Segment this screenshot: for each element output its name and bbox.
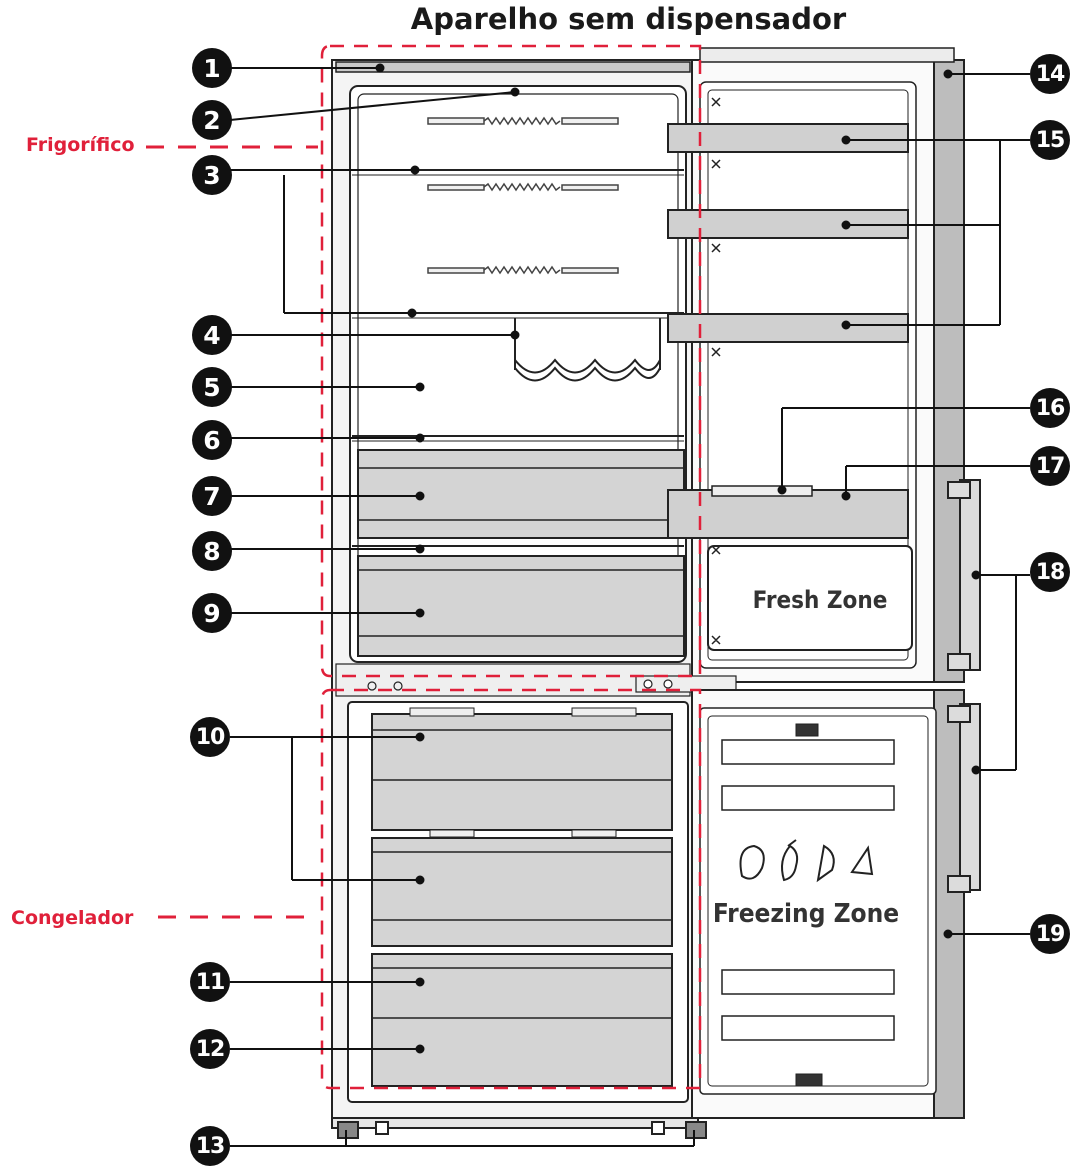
pointer-dot-16 xyxy=(777,485,787,495)
freezer-drawers xyxy=(371,707,673,1087)
callout-badge-16: 16 xyxy=(1030,388,1070,428)
feet xyxy=(331,1117,707,1139)
callout-badge-17: 17 xyxy=(1030,446,1070,486)
diagram-title: Aparelho sem dispensador xyxy=(410,2,847,36)
callout-badge-15: 15 xyxy=(1030,120,1070,160)
door-handles xyxy=(947,479,981,893)
food-icons xyxy=(739,839,874,883)
pointer-dot-1 xyxy=(375,63,385,73)
callout-badge-3: 3 xyxy=(192,155,232,195)
section-label-freezer: Congelador xyxy=(11,907,134,929)
pointer-dot-18 xyxy=(971,765,981,775)
wine-rack xyxy=(514,318,661,382)
leader-line-2 xyxy=(229,91,516,121)
pointer-dot-18 xyxy=(971,570,981,580)
rear-vents xyxy=(427,116,619,275)
callout-badge-18: 18 xyxy=(1030,552,1070,592)
pointer-dot-14 xyxy=(943,69,953,79)
pointer-dot-2 xyxy=(510,87,520,97)
callout-badge-6: 6 xyxy=(192,420,232,460)
callout-badge-10: 10 xyxy=(190,717,230,757)
pointer-dot-3 xyxy=(407,308,417,318)
callout-badge-4: 4 xyxy=(192,315,232,355)
pointer-dot-7 xyxy=(415,491,425,501)
pointer-dot-10 xyxy=(415,875,425,885)
pointer-dot-6 xyxy=(415,433,425,443)
compartment-outlines xyxy=(320,44,702,1090)
freezing-zone-label: Freezing Zone xyxy=(713,899,899,929)
callout-badge-8: 8 xyxy=(192,531,232,571)
pointer-dot-15 xyxy=(841,135,851,145)
callout-badge-2: 2 xyxy=(192,100,232,140)
callout-badge-11: 11 xyxy=(190,962,230,1002)
callout-badge-13: 13 xyxy=(190,1126,230,1166)
pointer-dot-15 xyxy=(841,220,851,230)
callout-badge-1: 1 xyxy=(192,48,232,88)
pointer-dot-17 xyxy=(841,491,851,501)
section-dashes xyxy=(146,145,318,919)
door-bin-markers xyxy=(711,97,721,645)
pointer-dot-8 xyxy=(415,544,425,554)
fresh-zone-label: Fresh Zone xyxy=(753,586,888,614)
pointer-dot-10 xyxy=(415,732,425,742)
pointer-dot-9 xyxy=(415,608,425,618)
crisper-drawers xyxy=(357,449,685,657)
fridge-door xyxy=(635,47,965,693)
pointer-dot-3 xyxy=(410,165,420,175)
callout-badge-7: 7 xyxy=(192,476,232,516)
freezer-door xyxy=(691,689,965,1119)
leader-lines xyxy=(229,63,1030,1147)
callout-badge-19: 19 xyxy=(1030,914,1070,954)
pointer-dot-4 xyxy=(510,330,520,340)
callout-badge-5: 5 xyxy=(192,367,232,407)
pointer-dot-19 xyxy=(943,929,953,939)
callout-badge-9: 9 xyxy=(192,593,232,633)
section-label-fridge: Frigorífico xyxy=(26,134,135,156)
callout-badge-14: 14 xyxy=(1030,54,1070,94)
pointer-dot-12 xyxy=(415,1044,425,1054)
pointer-dot-15 xyxy=(841,320,851,330)
pointer-dot-11 xyxy=(415,977,425,987)
callout-badge-12: 12 xyxy=(190,1029,230,1069)
pointer-dot-5 xyxy=(415,382,425,392)
